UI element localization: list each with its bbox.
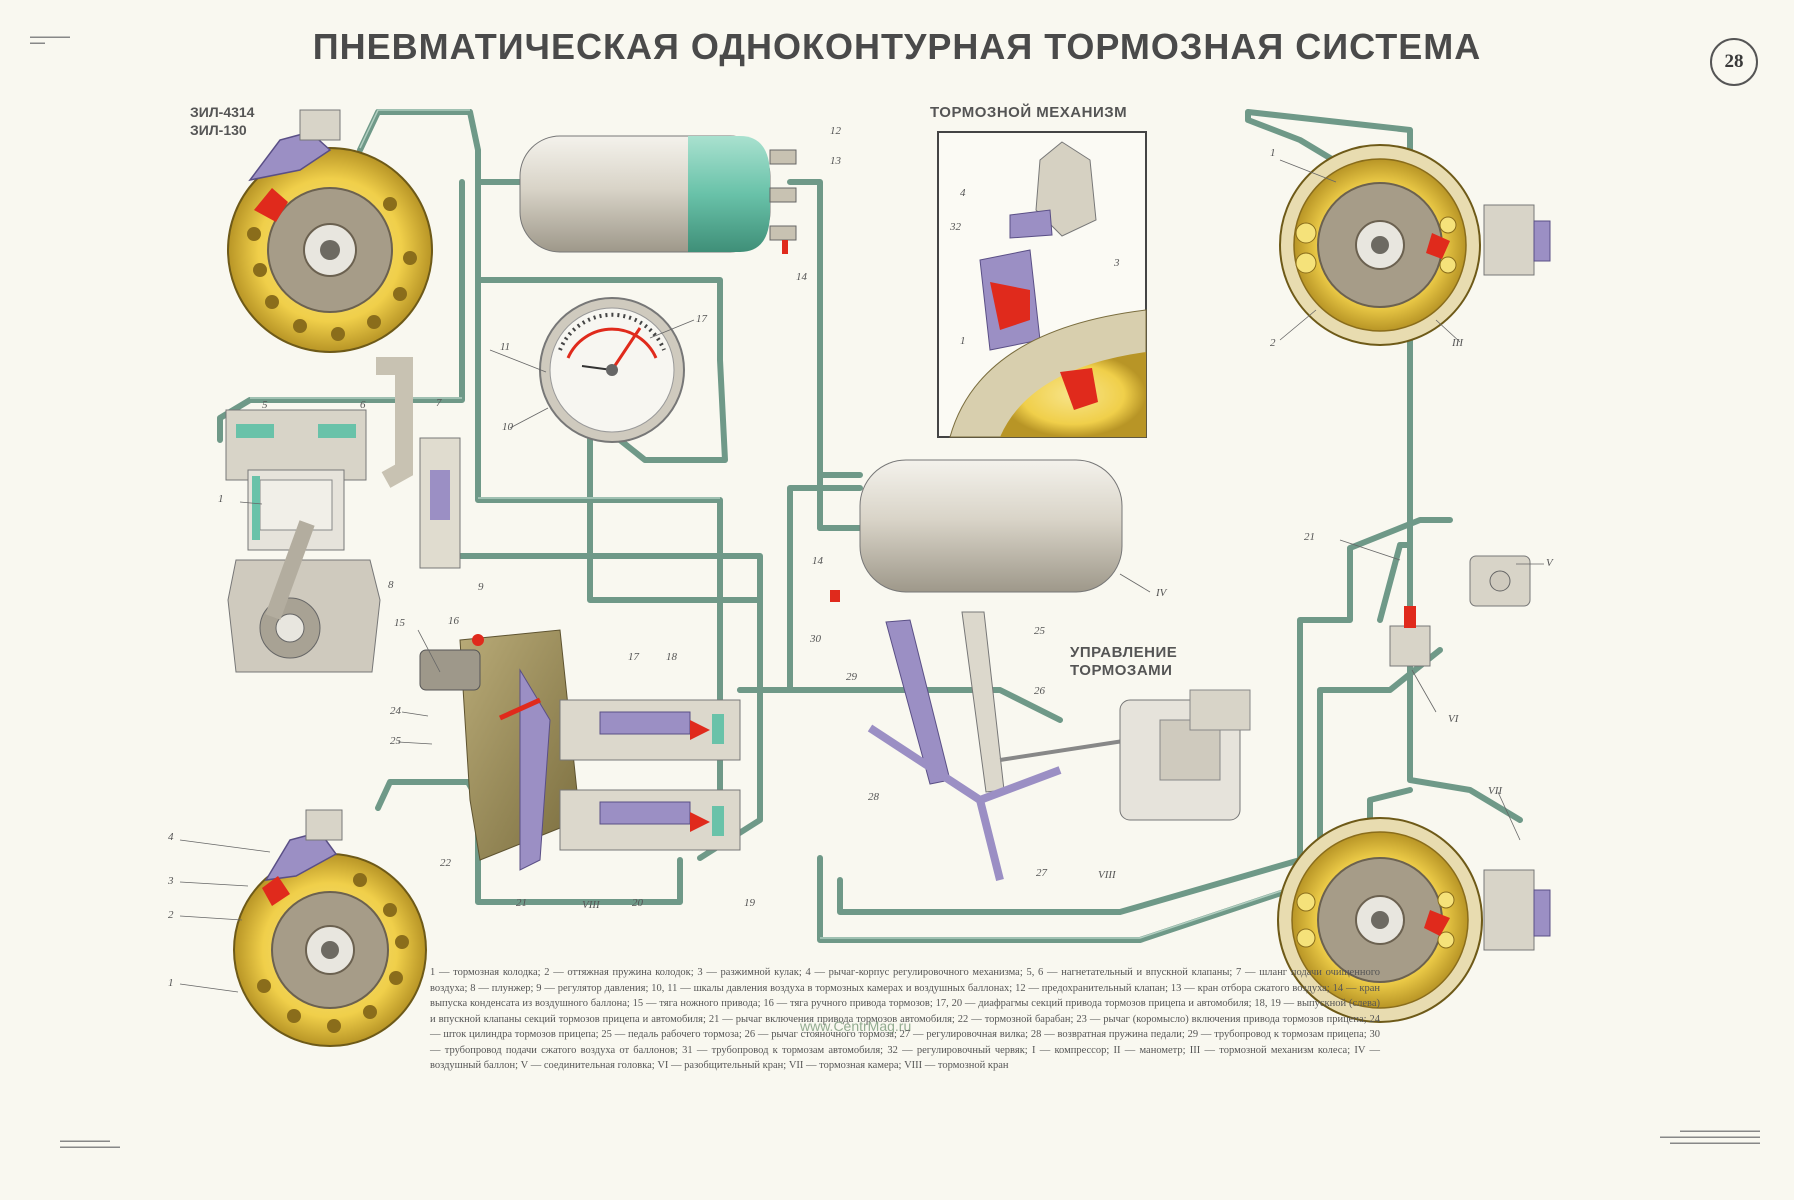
callout: 1 — [168, 977, 174, 989]
callout: VIII — [1098, 869, 1117, 881]
callout: 8 — [388, 579, 394, 591]
brake-drum-icon — [1279, 144, 1551, 346]
callout: VIII — [582, 899, 601, 911]
pressure-gauge-icon — [539, 297, 685, 443]
callout: 29 — [846, 671, 858, 683]
controls-title-2: ТОРМОЗАМИ — [1070, 662, 1173, 679]
callout: 16 — [448, 615, 460, 627]
publisher-mark: ▬▬▬▬▬▬▬▬▬▬▬ — [30, 34, 70, 46]
callout: 6 — [360, 399, 366, 411]
callout: 27 — [1036, 867, 1048, 879]
callout: 13 — [830, 155, 842, 167]
callout: 5 — [262, 399, 268, 411]
callout: 25 — [1034, 625, 1046, 637]
callout: 17 — [628, 651, 640, 663]
watermark: www.CentrMag.ru — [800, 1018, 912, 1034]
callout: 32 — [949, 221, 962, 233]
callout: 11 — [500, 341, 510, 353]
pipe-top-left-drum — [357, 109, 523, 185]
pipe-right-vertical — [1245, 109, 1413, 623]
callout: III — [1451, 337, 1464, 349]
callout: 12 — [830, 125, 842, 137]
callout-numbers: 4 3 2 1 5 6 7 1 8 9 10 11 17 12 13 14 14… — [167, 125, 1554, 989]
callout: 30 — [809, 633, 822, 645]
callout: VI — [1448, 713, 1460, 725]
inset-title: ТОРМОЗНОЙ МЕХАНИЗМ — [930, 104, 1128, 121]
legend-text: 1 — тормозная колодка; 2 — оттяжная пруж… — [430, 967, 1380, 1071]
callout: 15 — [394, 617, 406, 629]
sheet-number: 28 — [1710, 38, 1758, 86]
callout: V — [1546, 557, 1554, 569]
callout: 3 — [167, 875, 174, 887]
callout-leaders — [179, 159, 1544, 993]
callout: 18 — [666, 651, 678, 663]
brake-drum-icon — [1277, 817, 1551, 1023]
callout: IV — [1155, 587, 1168, 599]
callout: 26 — [1034, 685, 1046, 697]
pipe-bottom-long2 — [837, 517, 1453, 915]
callout: 3 — [1113, 257, 1120, 269]
pipe-compressor-to-tank — [217, 179, 465, 443]
callout: 10 — [502, 421, 514, 433]
brake-drum-icon — [233, 809, 427, 1047]
callout: 25 — [390, 735, 402, 747]
page-title: ПНЕВМАТИЧЕСКАЯ ОДНОКОНТУРНАЯ ТОРМОЗНАЯ С… — [312, 26, 1482, 67]
separation-valve-icon — [1389, 555, 1531, 667]
callout: 9 — [478, 581, 484, 593]
callout: 4 — [960, 187, 966, 199]
callout: 22 — [440, 857, 452, 869]
pipe-gauge-stem — [587, 417, 763, 603]
pipe-highlights — [250, 109, 1321, 939]
callout: 14 — [796, 271, 808, 283]
callout: 28 — [868, 791, 880, 803]
callout: 2 — [1270, 337, 1276, 349]
air-tank-icon — [830, 459, 1123, 602]
callout: 1 — [1270, 147, 1276, 159]
callout: 4 — [168, 831, 174, 843]
callout: 21 — [516, 897, 527, 909]
callout: 24 — [390, 705, 402, 717]
pipe-tank1-right — [787, 179, 863, 531]
callout: 20 — [632, 897, 644, 909]
callout: 1 — [960, 335, 966, 347]
pipe-tank-down — [475, 179, 723, 823]
callout: 19 — [744, 897, 756, 909]
compressor-icon — [225, 357, 461, 673]
pipe-to-trailer — [737, 687, 1063, 723]
brake-valve-icon — [419, 629, 741, 871]
callout: 1 — [218, 493, 224, 505]
callout: 21 — [1304, 531, 1315, 543]
imprint-left: ▬▬▬▬▬▬▬▬▬▬▬▬▬▬▬▬▬▬▬▬▬▬ — [60, 1138, 120, 1150]
controls-title-1: УПРАВЛЕНИЕ — [1070, 644, 1178, 661]
brake-drum-icon — [227, 109, 433, 353]
brake-pedal-icon — [867, 611, 1251, 881]
air-tank-icon — [519, 135, 797, 254]
callout: 2 — [168, 909, 174, 921]
callout: 17 — [696, 313, 708, 325]
callout: 7 — [436, 397, 442, 409]
model-label-2: ЗИЛ-130 — [190, 122, 247, 138]
imprint-right: ▬▬▬▬▬▬▬▬▬▬▬▬▬▬▬▬▬▬▬▬▬▬▬▬▬▬▬▬▬▬▬▬▬▬▬▬▬▬▬▬… — [1660, 1128, 1760, 1146]
pipe-to-tank2 — [817, 472, 863, 531]
callout: VII — [1488, 785, 1503, 797]
brake-mechanism-inset — [937, 131, 1147, 438]
callout: 14 — [812, 555, 824, 567]
model-label-1: ЗИЛ-4314 — [190, 104, 255, 120]
